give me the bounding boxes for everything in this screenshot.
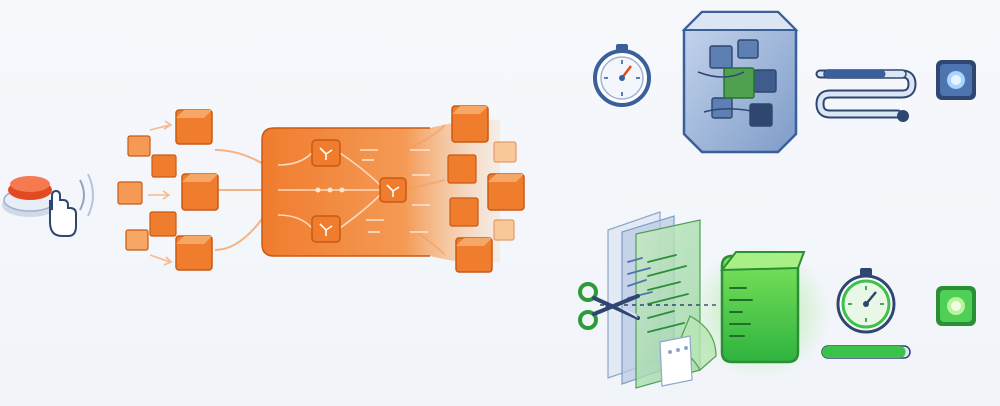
cube — [149, 211, 177, 237]
chip-icon — [936, 286, 976, 326]
branch-node-icon — [311, 215, 341, 243]
input-arrows — [148, 120, 173, 266]
pipe-connector — [815, 69, 917, 122]
cube — [447, 154, 477, 184]
progress-bar-blue — [823, 69, 907, 79]
push-button-icon — [2, 173, 94, 217]
hand-pointer-icon — [49, 189, 77, 237]
container-cube-icon — [681, 10, 799, 154]
cube — [487, 173, 525, 211]
cube — [117, 181, 143, 205]
cube — [181, 173, 219, 211]
processing-panel — [261, 119, 500, 264]
stopwatch-icon — [593, 44, 651, 107]
cube — [493, 141, 517, 163]
chip-icon — [936, 60, 976, 100]
stopwatch-icon — [836, 268, 896, 334]
green-cube-icon — [690, 246, 830, 378]
cube — [175, 109, 213, 145]
cube — [175, 235, 213, 271]
progress-bar-green — [821, 345, 911, 359]
branch-node-icon — [379, 177, 407, 203]
output-cube-group — [447, 105, 525, 273]
cube — [125, 229, 149, 251]
document-stack — [600, 211, 720, 389]
scissors-icon — [578, 282, 640, 330]
input-cube-group — [117, 109, 219, 271]
branch-node-icon — [311, 139, 341, 167]
cube — [451, 105, 489, 143]
cube — [127, 135, 151, 157]
tear-strip — [659, 335, 693, 387]
cube — [493, 219, 515, 241]
cube — [151, 154, 177, 178]
cube — [455, 237, 493, 273]
cube — [449, 197, 479, 227]
